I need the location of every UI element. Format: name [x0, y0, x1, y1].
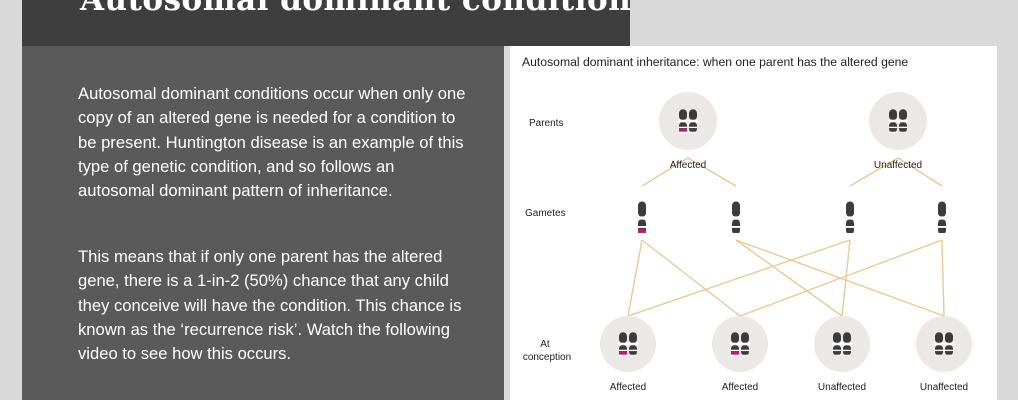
gamete-child-line: [941, 239, 945, 317]
diagram-title: Autosomal dominant inheritance: when one…: [522, 55, 908, 69]
parent-node: Affected: [659, 92, 717, 171]
child-label: Affected: [610, 382, 647, 393]
row-label-conception-2: conception: [523, 352, 571, 363]
gamete-child-line: [627, 239, 643, 317]
child-node: Unaffected: [916, 316, 972, 393]
page-title: Autosomal dominant conditions: [80, 0, 630, 18]
child-node: Affected: [712, 316, 768, 393]
parent-label: Affected: [670, 160, 707, 171]
child-label: Unaffected: [818, 382, 866, 393]
gamete-node: [730, 201, 742, 235]
gamete-node: [936, 201, 948, 235]
parent-gamete-line: [687, 157, 737, 187]
row-label-conception-1: At: [540, 339, 550, 350]
parent-gamete-line: [849, 157, 899, 187]
row-label-gametes: Gametes: [525, 208, 566, 219]
child-label: Affected: [722, 382, 759, 393]
text-panel: Autosomal dominant conditions occur when…: [22, 46, 504, 400]
inheritance-diagram: Autosomal dominant inheritance: when one…: [510, 46, 997, 400]
gamete-child-line: [627, 239, 851, 317]
gamete-node: [636, 201, 648, 235]
diagram-canvas: Autosomal dominant inheritance: when one…: [522, 55, 972, 393]
gamete-child-line: [641, 239, 741, 317]
row-label-parents: Parents: [529, 118, 563, 129]
child-label: Unaffected: [920, 382, 968, 393]
gamete-child-line: [735, 239, 945, 317]
parent-node: Unaffected: [869, 92, 927, 171]
recurrence-paragraph: This means that if only one parent has t…: [78, 247, 462, 364]
title-bar: Autosomal dominant conditions: [22, 0, 630, 46]
gamete-child-line: [841, 239, 851, 317]
parent-gamete-line: [641, 157, 689, 187]
parent-gamete-line: [897, 157, 943, 187]
child-node: Affected: [600, 316, 656, 393]
intro-paragraph: Autosomal dominant conditions occur when…: [78, 84, 466, 201]
connector-lines: [627, 157, 945, 317]
gamete-node: [844, 201, 856, 235]
child-node: Unaffected: [814, 316, 870, 393]
gamete-child-line: [735, 239, 843, 317]
parent-label: Unaffected: [874, 160, 922, 171]
